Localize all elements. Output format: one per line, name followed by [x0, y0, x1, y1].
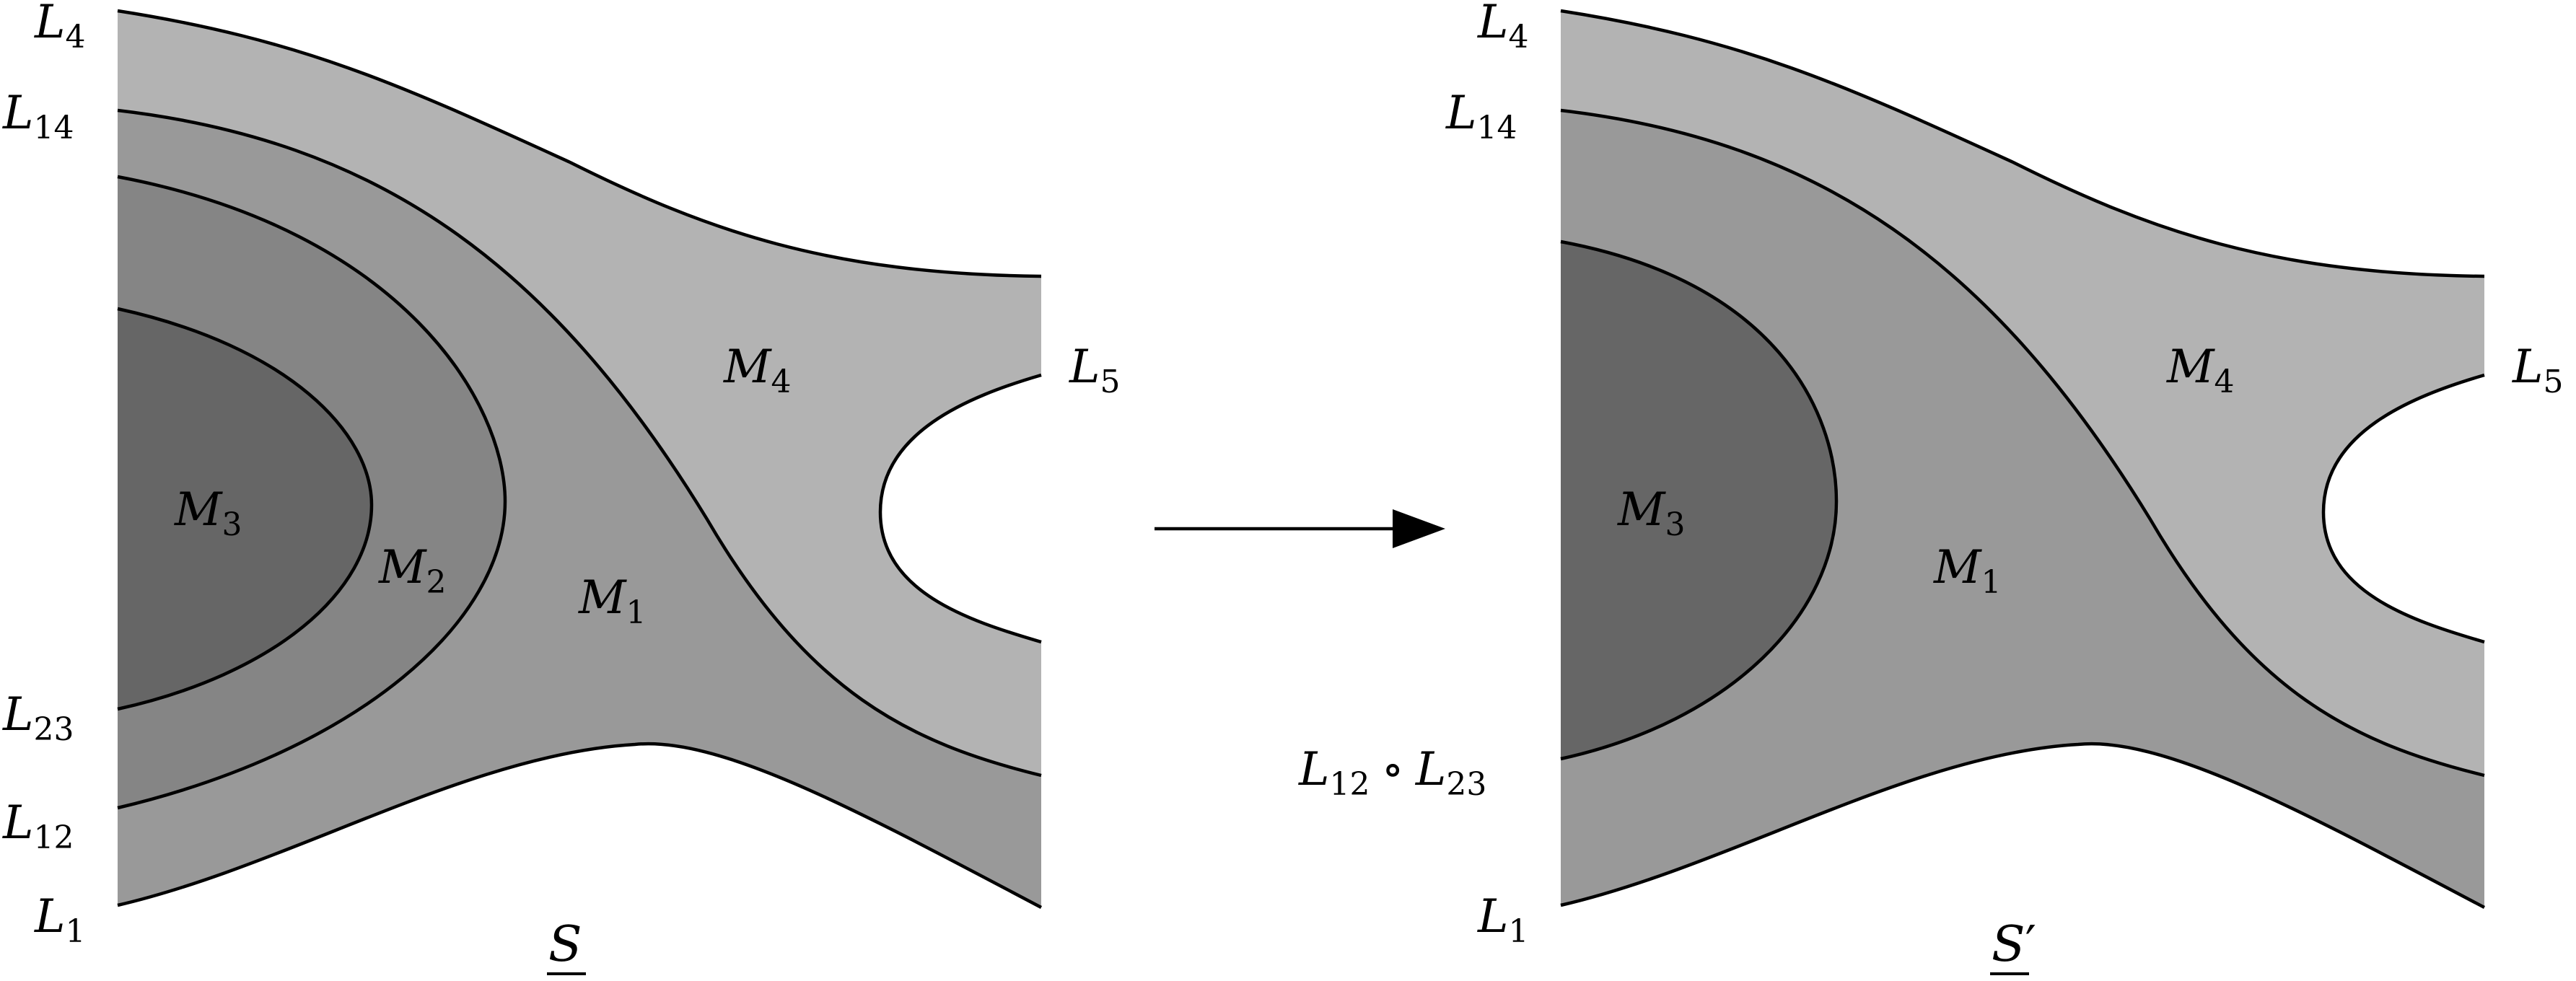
label-L5: L5	[1069, 340, 1121, 400]
right-edge-L14	[1560, 108, 2485, 778]
right-label-L14: L14	[1445, 87, 1517, 146]
label-L14: L14	[2, 87, 74, 146]
label-M3: M3	[174, 483, 242, 543]
right-edge-L12-L23	[1560, 239, 1839, 761]
left-caption: S	[548, 916, 582, 973]
left-region-M3	[118, 309, 372, 709]
right-label-L4: L4	[1477, 0, 1529, 56]
left-edge-L14	[117, 108, 1042, 778]
left-edge-L4	[117, 9, 1042, 278]
left-panel: L4 L14 L23 L12 L1 L5 M4 M3 M2 M1 S	[2, 0, 1121, 975]
right-panel: L4 L14 L12∘L23 L1 L5 M4 M3 M1 S′	[1298, 0, 2564, 975]
label-L12: L12	[2, 796, 74, 856]
left-edge-L5	[878, 373, 1042, 644]
label-L23: L23	[2, 688, 74, 748]
right-label-L12-compose-L23: L12∘L23	[1298, 743, 1486, 803]
right-edge-L5	[2321, 373, 2485, 644]
left-edge-L23	[117, 307, 374, 711]
left-edge-L1	[117, 742, 1043, 909]
label-M1: M1	[578, 571, 647, 631]
arrow-head	[1393, 509, 1445, 548]
right-region-M1	[1561, 110, 2484, 907]
right-edge-L4	[1560, 9, 2485, 278]
right-label-M3: M3	[1617, 483, 1686, 543]
right-label-L5: L5	[2512, 340, 2564, 400]
right-caption: S′	[1992, 916, 2036, 973]
left-edge-L12	[117, 175, 507, 810]
label-M4: M4	[723, 340, 792, 400]
right-edge-L1	[1560, 742, 2486, 909]
transition-arrow	[1155, 509, 1445, 548]
right-label-L1: L1	[1477, 890, 1529, 950]
right-region-M3	[1561, 242, 1836, 759]
right-label-M1: M1	[1933, 541, 2002, 601]
label-L4: L4	[34, 0, 86, 56]
right-label-M4: M4	[2166, 340, 2235, 400]
label-M2: M2	[378, 541, 447, 601]
label-L1: L1	[34, 890, 86, 950]
